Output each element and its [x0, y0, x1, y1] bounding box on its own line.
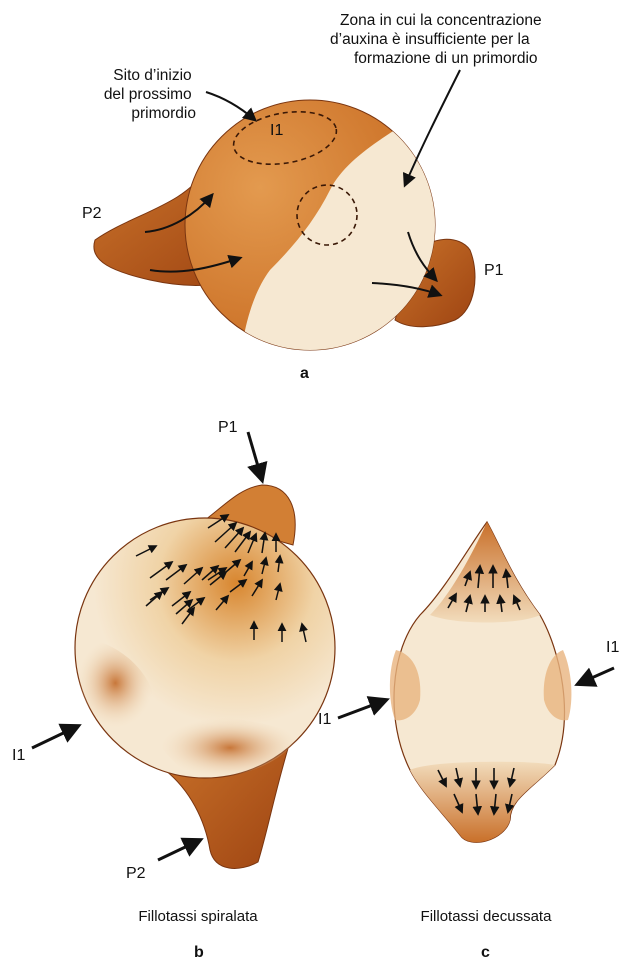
callout-arrow-next-site	[206, 92, 255, 120]
callout-arrow-p2-b	[158, 840, 200, 860]
callout-next-primordium: Sito d’inizio del prossimo primordio	[104, 67, 196, 122]
panel-letter-c: c	[481, 944, 490, 961]
label-p2-b: P2	[126, 865, 146, 882]
panel-letter-b: b	[194, 944, 204, 961]
label-p1-b: P1	[218, 419, 238, 436]
panel-c: I1 I1 Fillotassi decussata c	[318, 522, 619, 961]
label-i1-left-c: I1	[318, 711, 331, 728]
callout-arrow-i1-b	[32, 726, 78, 748]
caption-b: Fillotassi spiralata	[138, 908, 258, 925]
panel-b: P1 I1 P2 Fillotassi spiralata b	[12, 419, 335, 961]
callout-arrow-low-auxin	[405, 70, 460, 185]
label-p1-a: P1	[484, 262, 504, 279]
site-label-i1: I1	[270, 122, 283, 139]
callout-arrow-p1-b	[248, 432, 262, 480]
label-i1-right-c: I1	[606, 639, 619, 656]
label-p2-a: P2	[82, 205, 102, 222]
panel-letter-a: a	[300, 365, 309, 382]
callout-low-auxin-zone: Zona in cui la concentrazione d’auxina è…	[330, 12, 546, 67]
callout-arrow-i1-left-c	[338, 700, 386, 718]
panel-a: I1 Sito d’inizio del prossimo primordio …	[82, 12, 546, 382]
label-i1-b: I1	[12, 747, 25, 764]
callout-arrow-i1-right-c	[578, 668, 614, 684]
caption-c: Fillotassi decussata	[421, 908, 553, 925]
